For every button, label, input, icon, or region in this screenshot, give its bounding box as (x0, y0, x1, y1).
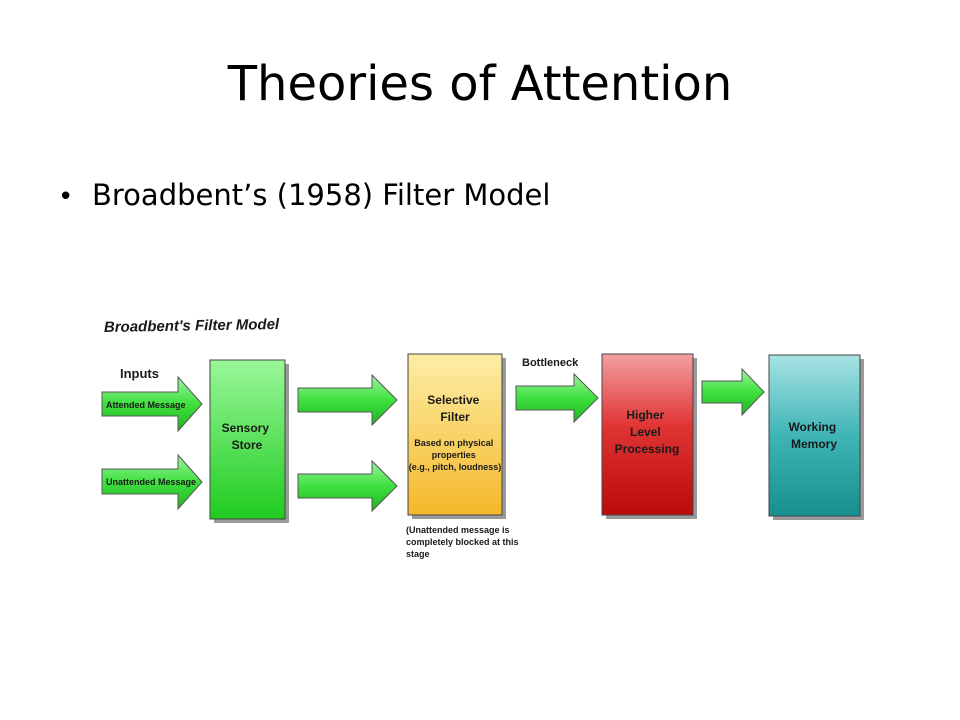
sensory-to-filter-arrow-bottom (297, 459, 398, 513)
filter-note-line2: completely blocked at this (406, 537, 519, 547)
svg-text:(Unattended message is com: (Unattended message is completely blocke… (406, 525, 521, 559)
sensory-store-line1: Sensory (222, 421, 270, 435)
diagram-heading: Broadbent's Filter Model (104, 316, 280, 336)
svg-text:Based on physical proper: Based on physical properties (e.g., pitc… (409, 438, 502, 472)
selective-filter-line2: Filter (440, 410, 470, 424)
filter-detail-line3: (e.g., pitch, loudness) (409, 462, 502, 472)
bullet-text: Broadbent’s (1958) Filter Model (92, 178, 551, 212)
svg-text:Working Memory: Working Memory (788, 420, 839, 451)
svg-text:Sensory Store: Sensory Store (222, 421, 273, 452)
selective-filter-line1: Selective (427, 393, 479, 407)
bottleneck-arrow (515, 372, 599, 424)
filter-note-line1: (Unattended message is (406, 525, 510, 535)
working-memory-line2: Memory (791, 437, 837, 451)
sensory-store-box: Sensory Store (209, 359, 289, 523)
working-memory-line1: Working (788, 420, 836, 434)
higher-processing-line3: Processing (615, 442, 680, 456)
filter-detail-line1: Based on physical (414, 438, 493, 448)
higher-processing-line2: Level (630, 425, 661, 439)
svg-text:Higher Level Proce: Higher Level Processing (615, 408, 680, 456)
selective-filter-box: Selective Filter Based on physical prope… (407, 353, 506, 519)
higher-processing-line1: Higher (626, 408, 664, 422)
bottleneck-label: Bottleneck (522, 357, 579, 369)
unattended-message-label: Unattended Message (106, 477, 196, 487)
inputs-label: Inputs (120, 366, 159, 381)
filter-note-line3: stage (406, 549, 430, 559)
higher-processing-box: Higher Level Processing (601, 353, 697, 519)
sensory-to-filter-arrow-top (297, 373, 398, 427)
processing-to-memory-arrow (701, 367, 765, 417)
attended-input-arrow: Attended Message (101, 375, 203, 433)
attended-message-label: Attended Message (106, 400, 186, 410)
bullet-item: • Broadbent’s (1958) Filter Model (58, 178, 550, 212)
svg-text:Selective Filter: Selective Filter (427, 393, 482, 424)
unattended-input-arrow: Unattended Message (101, 453, 203, 511)
bullet-dot-icon: • (58, 182, 74, 212)
working-memory-box: Working Memory (768, 354, 864, 520)
sensory-store-line2: Store (232, 438, 263, 452)
filter-detail-line2: properties (432, 450, 476, 460)
slide-title: Theories of Attention (227, 56, 733, 112)
